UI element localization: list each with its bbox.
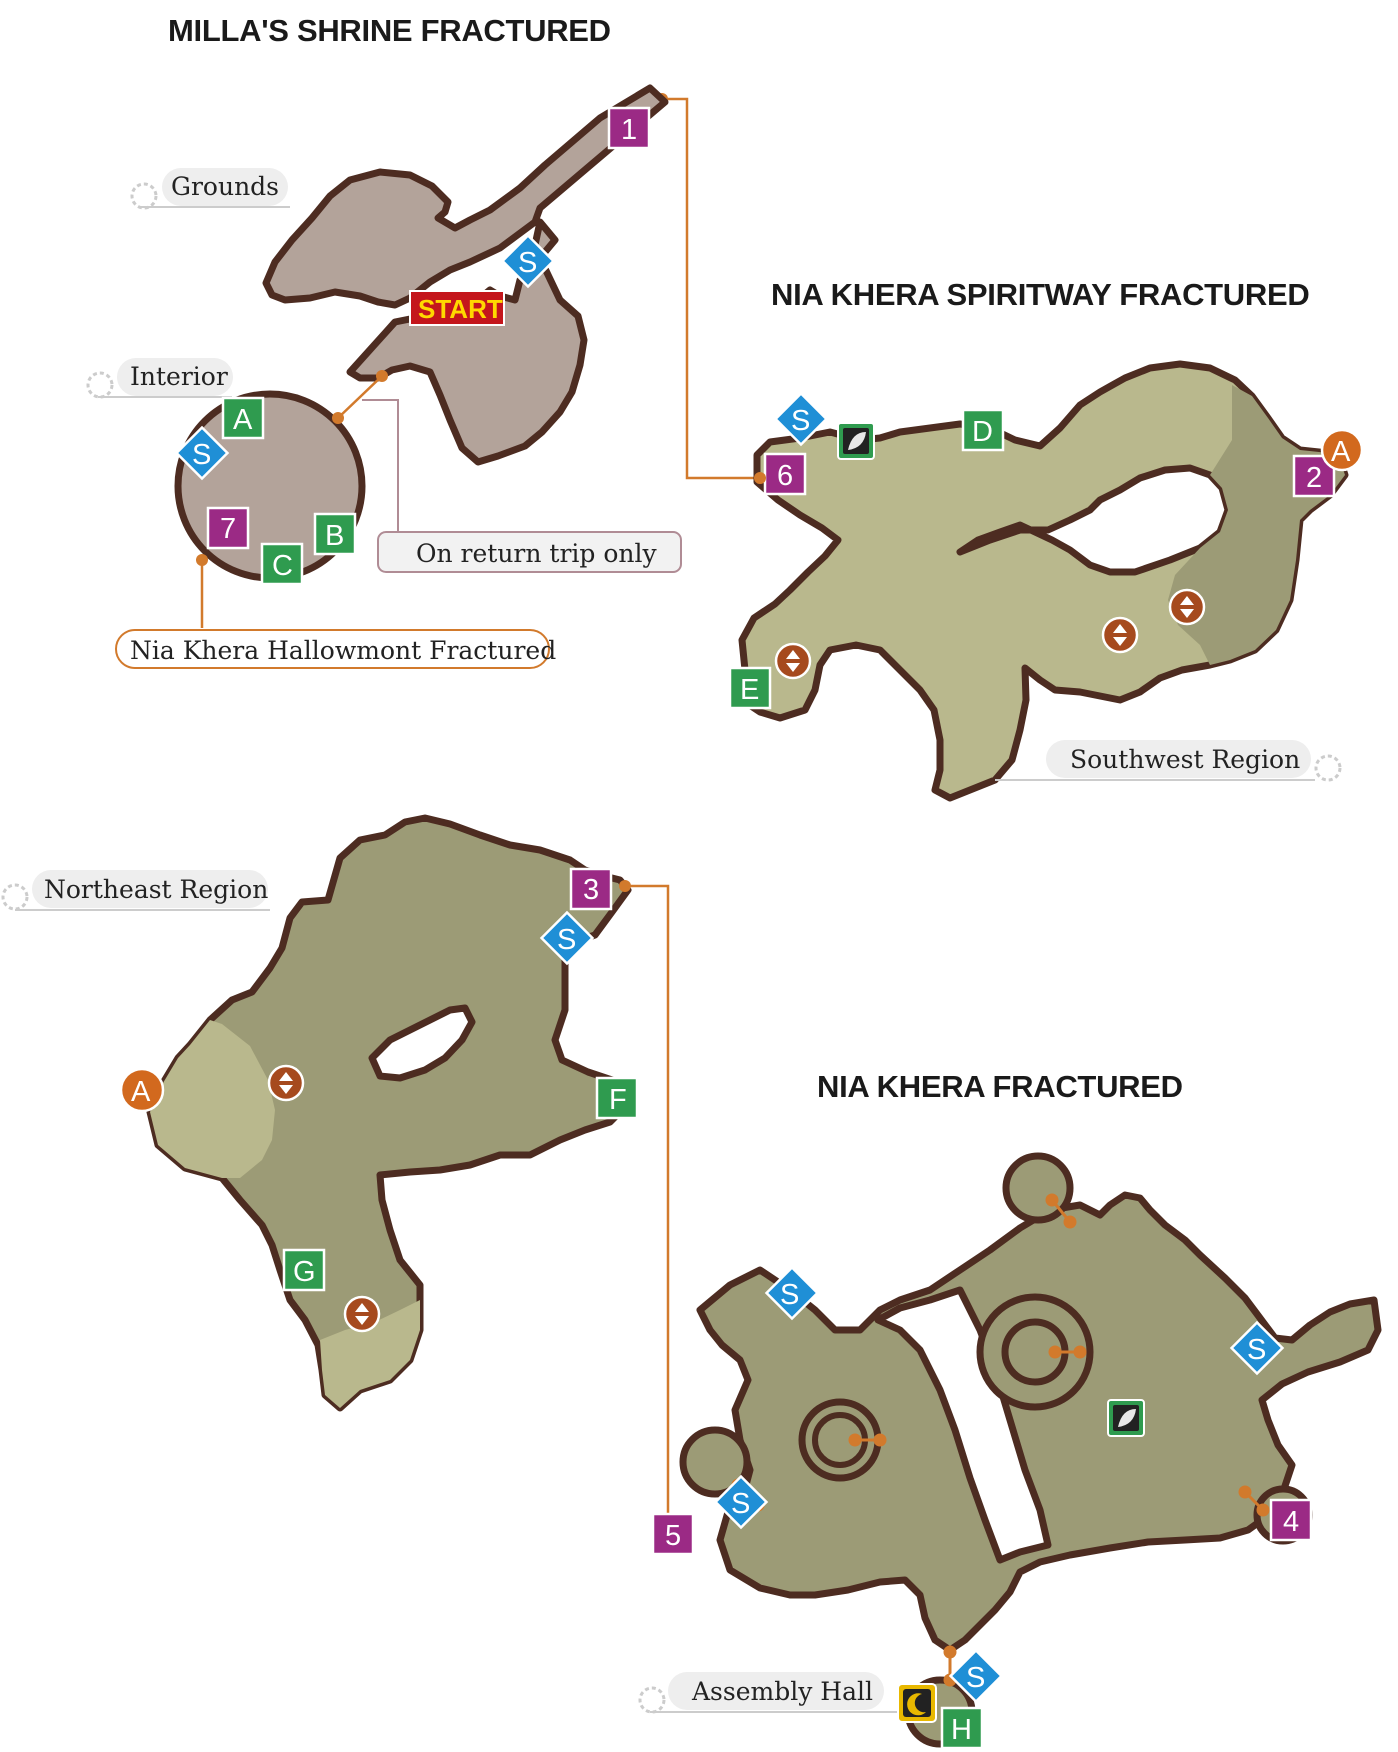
- svg-text:S: S: [791, 405, 810, 437]
- northeast-light-region: [150, 1020, 275, 1178]
- svg-text:1: 1: [621, 114, 637, 146]
- exit-marker-4: 4: [1269, 1498, 1313, 1542]
- svg-text:Northeast Region: Northeast Region: [44, 875, 268, 904]
- svg-text:H: H: [951, 1714, 972, 1746]
- svg-text:START: START: [418, 294, 503, 324]
- svg-text:S: S: [518, 247, 537, 279]
- svg-text:D: D: [972, 416, 993, 448]
- svg-text:S: S: [557, 924, 576, 956]
- svg-text:Southwest Region: Southwest Region: [1070, 745, 1300, 774]
- svg-text:6: 6: [777, 460, 793, 492]
- svg-text:A: A: [131, 1076, 151, 1108]
- route-dot: [619, 880, 631, 892]
- item-marker-a: A: [221, 396, 265, 440]
- item-marker-h: H: [940, 1706, 984, 1750]
- svg-text:4: 4: [1283, 1506, 1299, 1538]
- northeast-light-region-south: [320, 1300, 420, 1408]
- map-marker-icon: [837, 422, 875, 460]
- item-marker-g: G: [282, 1248, 326, 1292]
- map-marker-icon: [1107, 1399, 1145, 1437]
- elevator-icon: [1168, 588, 1206, 626]
- start-marker: START: [409, 290, 505, 326]
- route-dot: [376, 370, 388, 382]
- item-marker-c: C: [260, 542, 304, 586]
- svg-text:Interior: Interior: [130, 362, 228, 391]
- exit-marker-6: 6: [763, 452, 807, 496]
- exit-marker-5: 5: [651, 1512, 695, 1556]
- exit-marker-2: 2: [1292, 454, 1336, 498]
- elevator-icon: [343, 1295, 381, 1333]
- shrine-title: MILLA'S SHRINE FRACTURED: [168, 13, 611, 48]
- elevator-icon: [774, 642, 812, 680]
- item-marker-b: B: [313, 512, 357, 556]
- svg-text:E: E: [740, 674, 759, 706]
- gear-icon: [86, 371, 114, 399]
- gear-icon: [1, 883, 29, 911]
- moon-icon: [897, 1683, 937, 1723]
- shrine-grounds-area: [262, 84, 669, 466]
- svg-text:C: C: [272, 550, 293, 582]
- svg-text:2: 2: [1306, 462, 1322, 494]
- save-point-marker: S: [1229, 1320, 1285, 1376]
- item-marker-f: F: [595, 1076, 639, 1120]
- svg-text:A: A: [1331, 436, 1351, 468]
- area-label-grounds: Grounds: [130, 168, 290, 210]
- area-label-northeast: Northeast Region: [1, 870, 270, 911]
- nia-khera-title: NIA KHERA FRACTURED: [817, 1069, 1183, 1104]
- save-point-marker: S: [500, 233, 556, 289]
- save-point-marker: S: [948, 1648, 1004, 1704]
- svg-text:S: S: [780, 1279, 799, 1311]
- area-link-marker-a: A: [119, 1067, 165, 1113]
- area-label-assembly: Assembly Hall: [638, 1672, 900, 1714]
- route-dot: [196, 554, 208, 566]
- svg-text:S: S: [731, 1488, 750, 1520]
- return-trip-leader: [362, 399, 420, 549]
- area-label-return-trip: On return trip only: [377, 531, 682, 573]
- svg-text:On return trip only: On return trip only: [416, 539, 658, 568]
- northeast-hole: [368, 1004, 476, 1082]
- gear-icon: [130, 182, 158, 210]
- route-line-exit-1-to-6: [662, 97, 760, 480]
- svg-text:B: B: [325, 520, 344, 552]
- svg-text:Assembly Hall: Assembly Hall: [691, 1677, 873, 1706]
- route-dot: [754, 472, 766, 484]
- svg-text:S: S: [966, 1662, 985, 1694]
- exit-marker-3: 3: [569, 867, 613, 911]
- room-circle-west: [679, 1426, 751, 1498]
- gear-icon: [638, 1686, 666, 1714]
- route-dot: [332, 412, 344, 424]
- item-marker-e: E: [728, 666, 772, 710]
- gear-icon: [1314, 754, 1342, 782]
- exit-marker-7: 7: [206, 506, 250, 550]
- elevator-icon: [1101, 616, 1139, 654]
- nia-khera-area: [696, 1191, 1382, 1654]
- svg-text:A: A: [233, 404, 253, 436]
- svg-text:7: 7: [220, 513, 236, 545]
- area-label-hallowmont: Nia Khera Hallowmont Fractured: [115, 629, 556, 669]
- svg-text:F: F: [609, 1084, 627, 1116]
- item-marker-d: D: [961, 408, 1005, 452]
- save-point-marker: S: [539, 910, 595, 966]
- area-label-southwest: Southwest Region: [995, 740, 1342, 782]
- svg-text:S: S: [192, 439, 211, 471]
- svg-text:Grounds: Grounds: [171, 172, 279, 201]
- area-label-interior: Interior: [86, 358, 233, 399]
- svg-text:3: 3: [583, 874, 599, 906]
- save-point-marker: S: [773, 391, 829, 447]
- area-link-marker-a: A: [1320, 428, 1364, 472]
- route-line-exit-3-to-5: [625, 884, 670, 1535]
- svg-text:Nia Khera Hallowmont Fractured: Nia Khera Hallowmont Fractured: [130, 636, 556, 665]
- interior-connector: [337, 375, 383, 419]
- save-point-marker: S: [174, 425, 230, 481]
- svg-text:5: 5: [665, 1520, 681, 1552]
- exit-marker-1: 1: [607, 106, 651, 150]
- save-point-marker: S: [713, 1474, 769, 1530]
- spiritway-title: NIA KHERA SPIRITWAY FRACTURED: [771, 277, 1309, 312]
- save-point-marker: S: [764, 1265, 820, 1321]
- svg-text:S: S: [1247, 1334, 1266, 1366]
- elevator-icon: [267, 1064, 305, 1102]
- svg-text:G: G: [293, 1256, 316, 1288]
